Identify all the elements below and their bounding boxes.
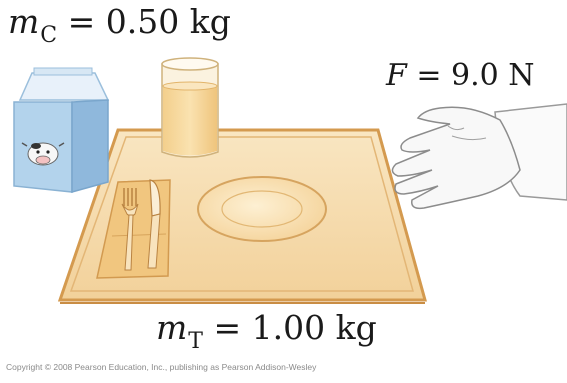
copyright-notice: Copyright © 2008 Pearson Education, Inc.… xyxy=(6,362,317,372)
mass-subscript: T xyxy=(188,329,203,354)
mass-subscript: C xyxy=(40,23,58,48)
force-value: = 9.0 N xyxy=(416,58,535,93)
milk-carton-top xyxy=(18,72,110,101)
glass-liquid xyxy=(163,86,217,156)
glass-liquid-surface xyxy=(162,81,218,91)
mass-symbol: m xyxy=(8,2,40,41)
plate xyxy=(197,176,327,242)
milk-carton xyxy=(13,67,110,193)
palm-and-fingers xyxy=(391,106,521,210)
milk-carton-mass-label: mC = 0.50 kg xyxy=(8,2,231,48)
milk-carton-spout xyxy=(33,67,93,76)
milk-carton-side xyxy=(71,99,109,193)
mass-symbol: m xyxy=(156,308,188,347)
glass xyxy=(161,57,219,158)
mass-value: = 0.50 kg xyxy=(67,2,231,41)
force-label: F = 9.0 N xyxy=(386,58,535,93)
tray-inner-rim xyxy=(69,136,414,292)
force-symbol: F xyxy=(386,58,407,93)
cow-face-icon xyxy=(21,142,65,166)
mass-value: = 1.00 kg xyxy=(213,308,377,347)
knife xyxy=(147,179,161,269)
glass-rim xyxy=(161,57,219,71)
fork xyxy=(121,188,139,271)
hand-icon xyxy=(391,103,567,210)
tray-mass-label: mT = 1.00 kg xyxy=(156,308,377,354)
